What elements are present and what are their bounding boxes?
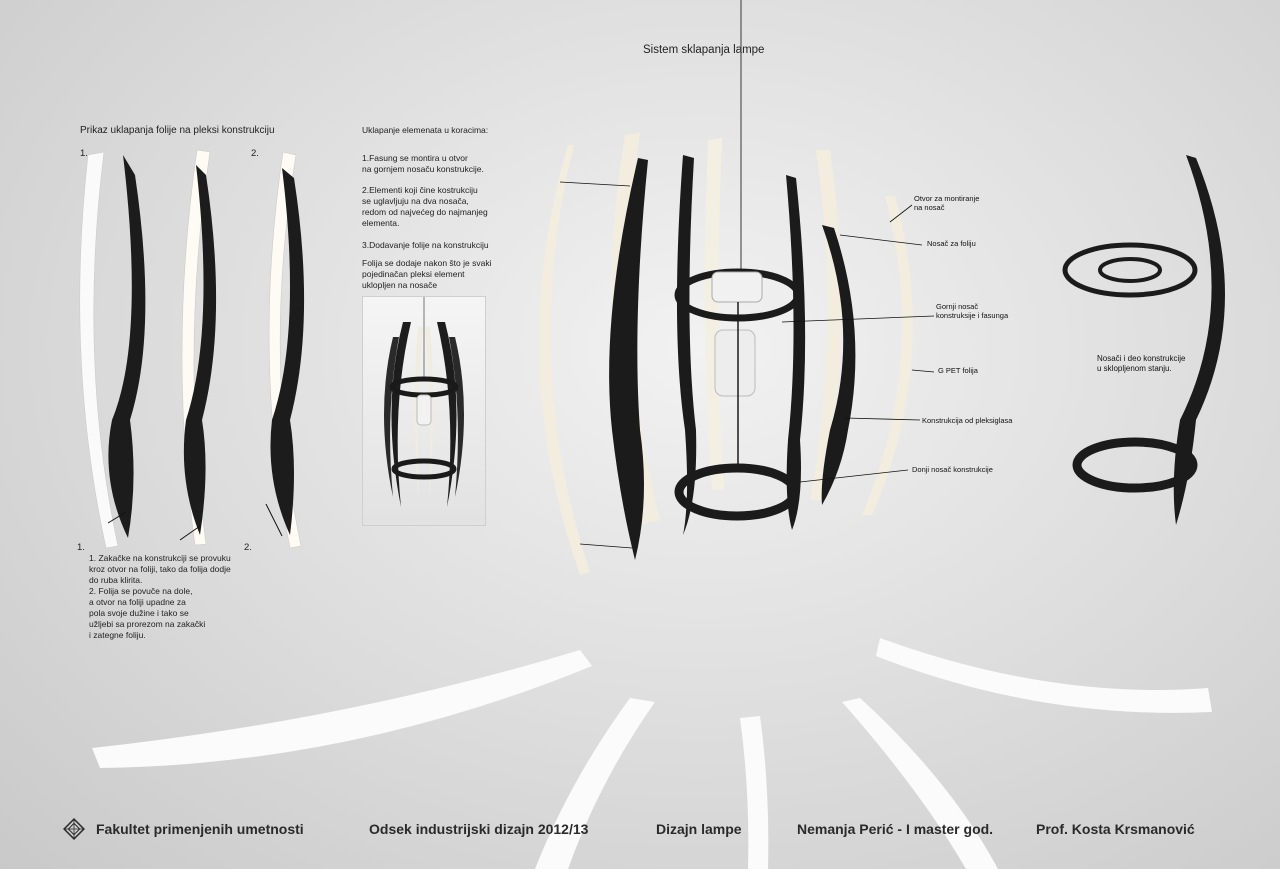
callout-right-note: Nosači i deo konstrukcije u sklopljenom …: [1097, 354, 1185, 374]
socket: [712, 272, 762, 302]
footer-student: Nemanja Perić - I master god.: [797, 821, 993, 837]
footer-department: Odsek industrijski dizajn 2012/13: [369, 821, 588, 837]
floor-piece-2: [535, 698, 655, 869]
callout-donji: Donji nosač konstrukcije: [912, 465, 993, 474]
assembled-plexi-piece: [1174, 155, 1225, 525]
footer-professor: Prof. Kosta Krsmanović: [1036, 821, 1195, 837]
callout-gornji: Gornji nosač konstruksije i fasunga: [936, 302, 1008, 321]
callout-pet: G PET folija: [938, 366, 978, 375]
floor-piece-1: [92, 650, 592, 768]
callout-pleksi: Konstrukcija od pleksiglasa: [922, 416, 1012, 425]
assembled-upper-ring: [1065, 245, 1195, 295]
floor-piece-3: [740, 716, 768, 869]
bulb: [715, 330, 755, 396]
lower-ring: [679, 468, 795, 516]
floor-piece-4: [842, 698, 998, 869]
footer-subject: Dizajn lampe: [656, 821, 742, 837]
callout-otvor: Otvor za montiranje na nosač: [914, 194, 979, 213]
foil-piece-left-outer: [539, 145, 590, 575]
floor-piece-5: [876, 638, 1212, 713]
plexi-strip-1: [108, 155, 145, 538]
foil-piece-right-outer: [862, 196, 913, 515]
footer-faculty: Fakultet primenjenih umetnosti: [96, 821, 304, 837]
callout-nosac-folija: Nosač za foliju: [927, 239, 976, 248]
faculty-logo-icon: [63, 818, 85, 840]
